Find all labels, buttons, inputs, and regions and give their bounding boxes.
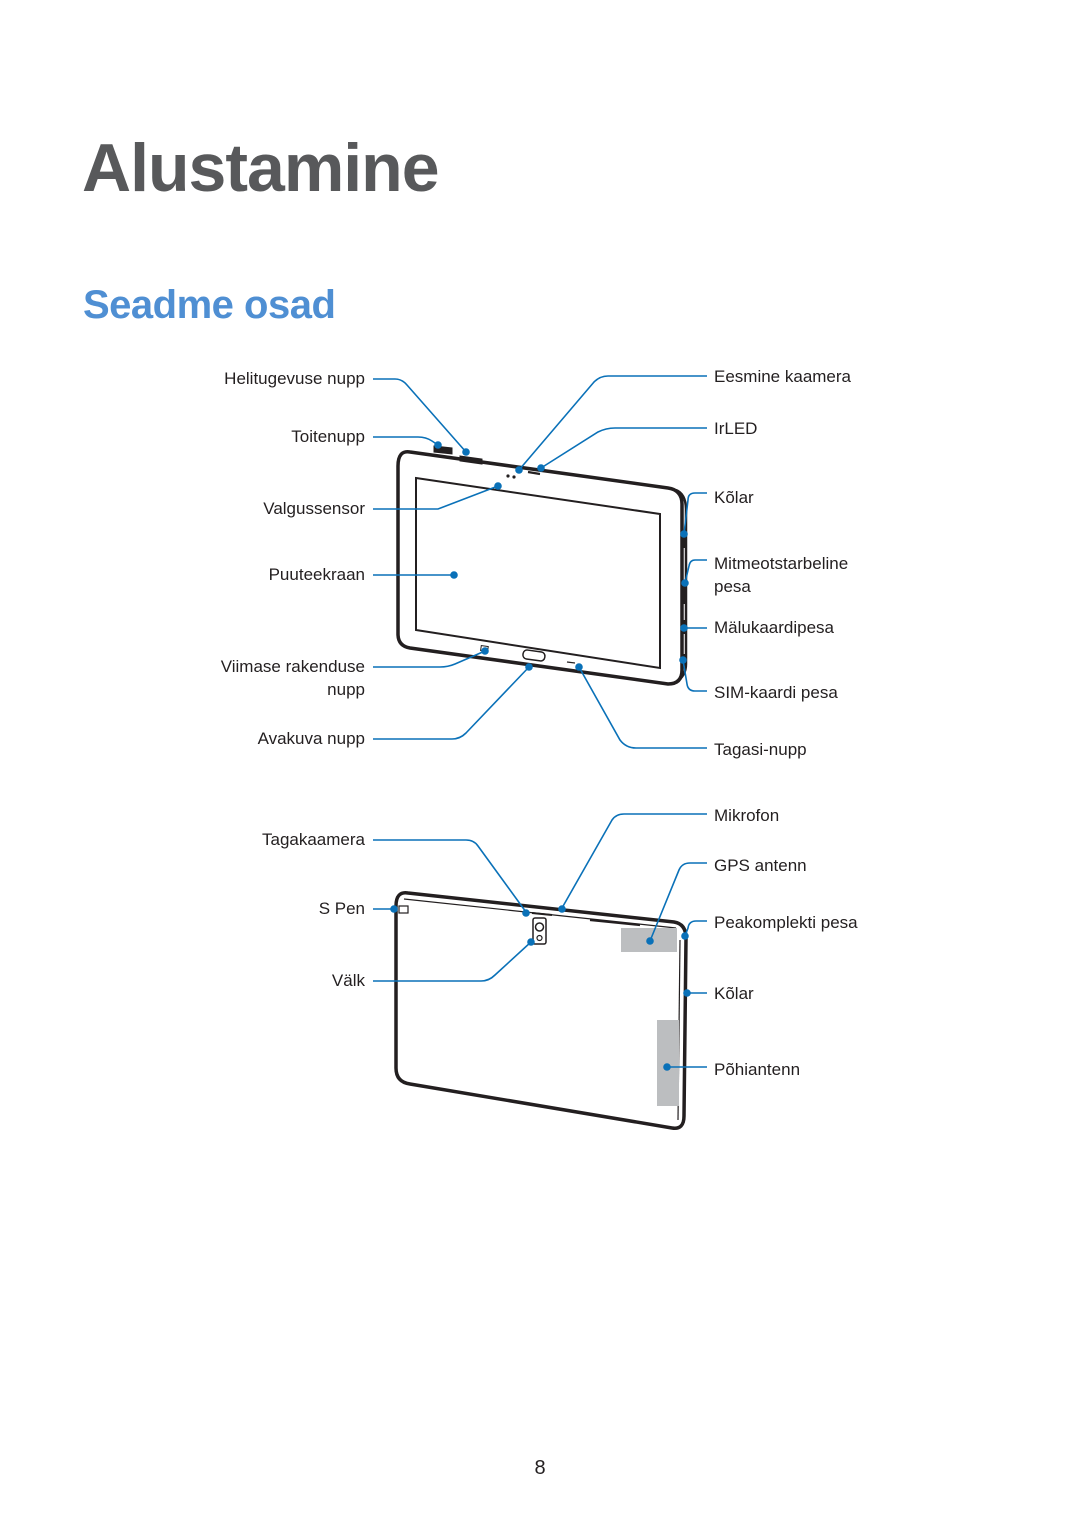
back-callout-lines bbox=[373, 813, 707, 1068]
label-flash: Välk bbox=[331, 971, 365, 990]
label-multipurpose-line2: pesa bbox=[714, 577, 751, 596]
page-number: 8 bbox=[534, 1457, 546, 1479]
label-front-camera: Eesmine kaamera bbox=[714, 367, 852, 386]
label-recent-apps-line1: Viimase rakenduse bbox=[220, 657, 365, 676]
label-main-antenna: Põhiantenn bbox=[714, 1060, 801, 1079]
label-microphone: Mikrofon bbox=[714, 806, 780, 825]
label-headset-jack: Peakomplekti pesa bbox=[714, 913, 858, 932]
label-gps-antenna: GPS antenn bbox=[714, 856, 807, 875]
label-multipurpose-line1: Mitmeotstarbeline bbox=[714, 554, 849, 573]
label-s-pen: S Pen bbox=[318, 899, 365, 918]
label-light-sensor: Valgussensor bbox=[263, 499, 365, 518]
label-back-button: Tagasi-nupp bbox=[714, 740, 807, 759]
tablet-back-illustration bbox=[394, 891, 688, 1130]
section-title: Seadme osad bbox=[83, 283, 336, 327]
label-speaker-back: Kõlar bbox=[714, 984, 754, 1003]
back-callout-dots bbox=[390, 905, 691, 1071]
label-sim-card: SIM-kaardi pesa bbox=[714, 683, 838, 702]
label-touch-screen: Puuteekraan bbox=[268, 565, 365, 584]
chapter-title: Alustamine bbox=[82, 130, 440, 206]
label-irled: IrLED bbox=[714, 419, 758, 438]
label-volume-button: Helitugevuse nupp bbox=[224, 369, 365, 388]
label-speaker-front: Kõlar bbox=[714, 488, 754, 507]
label-rear-camera: Tagakaamera bbox=[261, 830, 365, 849]
antenna-areas bbox=[621, 928, 679, 1106]
tablet-front-illustration bbox=[396, 445, 688, 686]
label-power-button: Toitenupp bbox=[291, 427, 365, 446]
label-home-button: Avakuva nupp bbox=[257, 729, 365, 748]
label-memory-card: Mälukaardipesa bbox=[714, 618, 835, 637]
label-recent-apps-line2: nupp bbox=[327, 680, 365, 699]
front-callout-dots bbox=[434, 441, 689, 671]
front-callout-lines bbox=[373, 375, 707, 749]
